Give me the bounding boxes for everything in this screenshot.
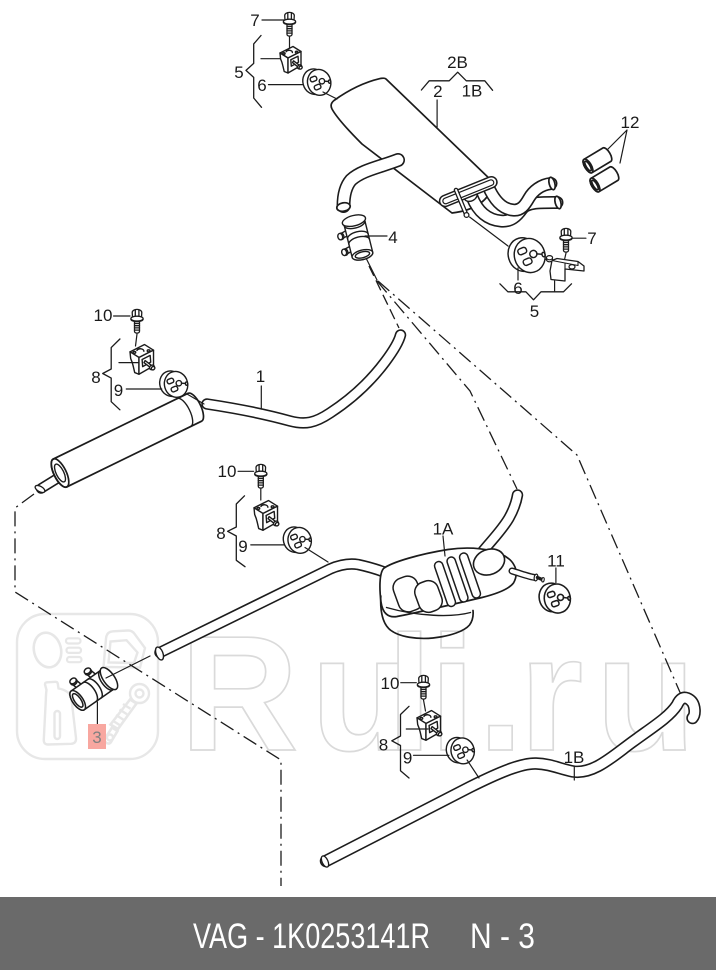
svg-text:N - 3: N - 3 — [470, 917, 535, 956]
svg-text:5: 5 — [530, 302, 539, 321]
svg-text:1B: 1B — [564, 748, 585, 767]
svg-text:8: 8 — [91, 368, 100, 387]
svg-text:1A: 1A — [433, 520, 454, 539]
svg-text:5: 5 — [234, 63, 243, 82]
svg-text:8: 8 — [379, 736, 388, 755]
svg-text:6: 6 — [513, 279, 522, 298]
svg-text:10: 10 — [381, 674, 400, 693]
svg-text:3: 3 — [92, 728, 101, 747]
svg-text:10: 10 — [218, 462, 237, 481]
svg-text:4: 4 — [388, 228, 397, 247]
svg-text:VAG - 1K0253141R: VAG - 1K0253141R — [193, 917, 430, 956]
svg-text:9: 9 — [114, 381, 123, 400]
svg-text:7: 7 — [587, 229, 596, 248]
svg-text:8: 8 — [216, 524, 225, 543]
svg-text:9: 9 — [238, 537, 247, 556]
svg-text:9: 9 — [403, 748, 412, 767]
svg-text:10: 10 — [94, 306, 113, 325]
svg-text:2B: 2B — [447, 53, 468, 72]
svg-text:2: 2 — [433, 82, 442, 101]
svg-text:7: 7 — [250, 11, 259, 30]
svg-text:11: 11 — [547, 552, 565, 571]
svg-text:12: 12 — [621, 113, 640, 132]
svg-text:6: 6 — [257, 76, 266, 95]
svg-text:1B: 1B — [462, 82, 483, 101]
svg-text:1: 1 — [256, 367, 265, 386]
